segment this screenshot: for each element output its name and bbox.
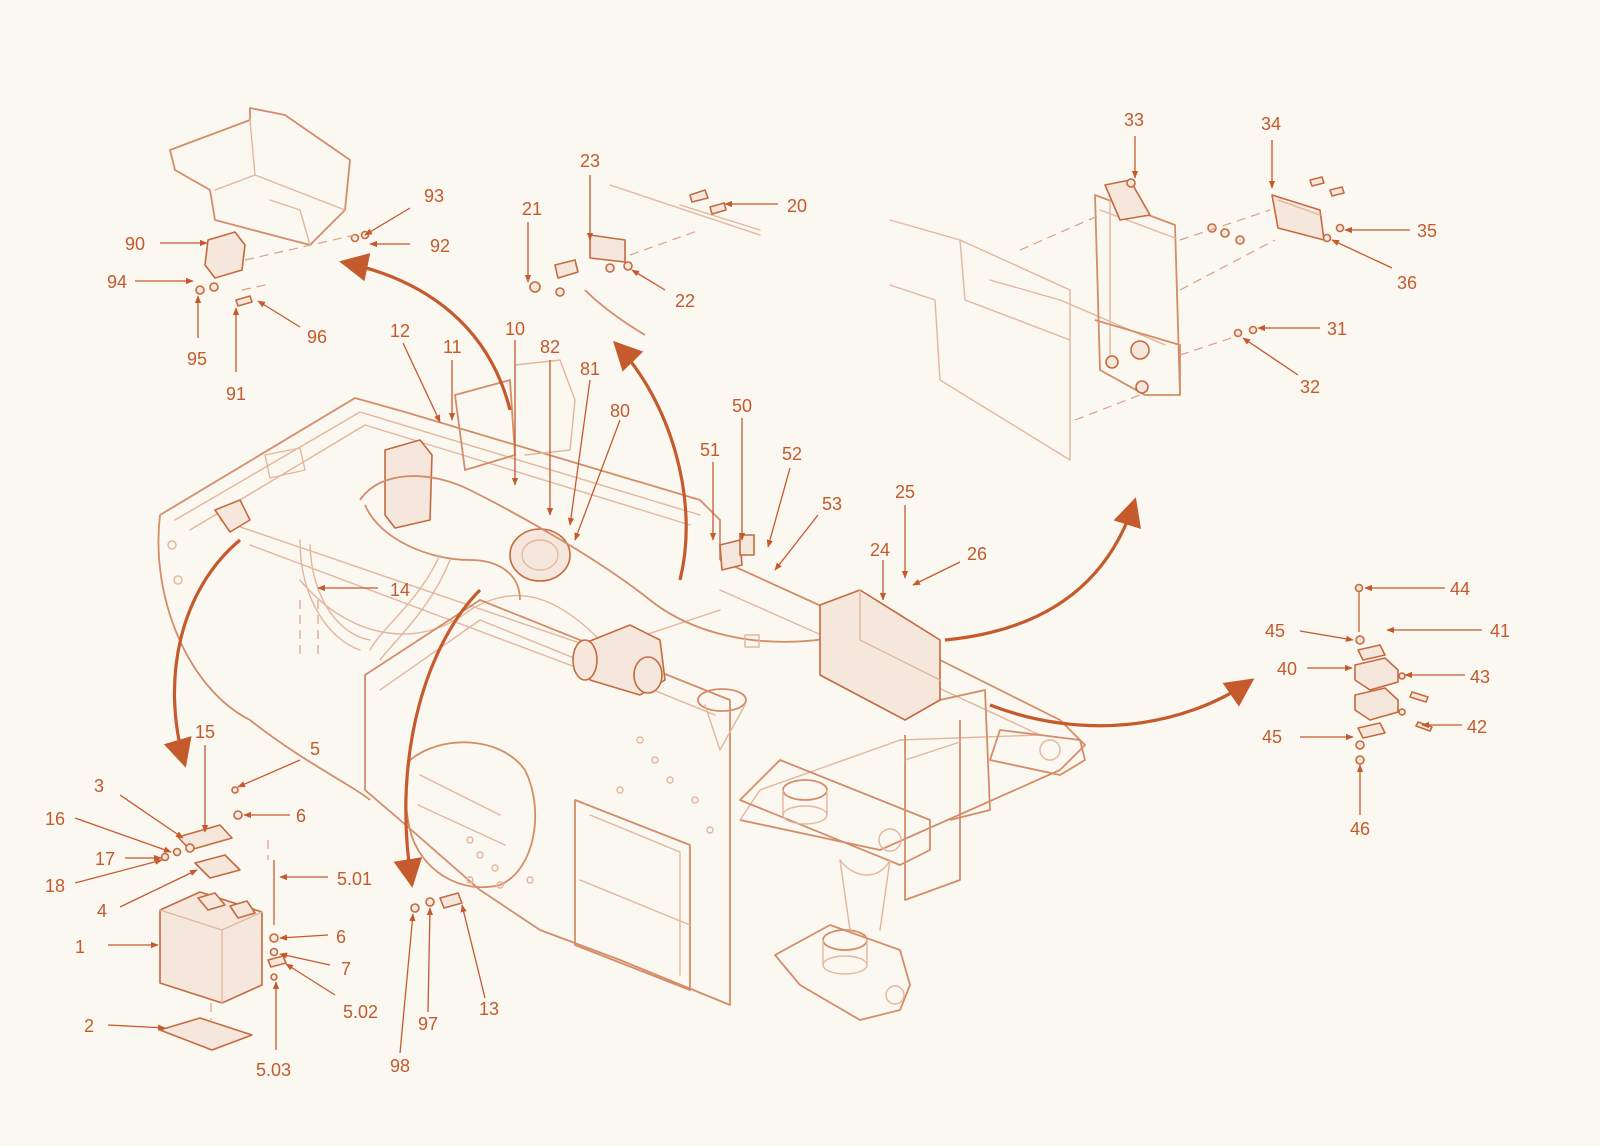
callout-82: 82 <box>540 337 560 357</box>
callout-10: 10 <box>505 319 525 339</box>
callout-13: 13 <box>479 999 499 1019</box>
callout-46: 46 <box>1350 819 1370 839</box>
callout-43: 43 <box>1470 667 1490 687</box>
callout-18: 18 <box>45 876 65 896</box>
callout-50: 50 <box>732 396 752 416</box>
clamp-assembly <box>1354 583 1433 765</box>
battery-assembly <box>159 786 287 1051</box>
callout-45-bottom: 45 <box>1262 727 1282 747</box>
callout-26: 26 <box>967 544 987 564</box>
callout-40: 40 <box>1277 659 1297 679</box>
callout-44: 44 <box>1450 579 1470 599</box>
callout-35: 35 <box>1417 221 1437 241</box>
callout-labels: 90 94 95 91 96 92 93 21 23 20 22 12 11 1… <box>45 110 1510 1080</box>
callout-51: 51 <box>700 440 720 460</box>
callout-21: 21 <box>522 199 542 219</box>
callout-24: 24 <box>870 540 890 560</box>
callout-7: 7 <box>341 959 351 979</box>
callout-34: 34 <box>1261 114 1281 134</box>
callout-41: 41 <box>1490 621 1510 641</box>
bolt-group <box>410 892 463 913</box>
callout-95: 95 <box>187 349 207 369</box>
callout-23: 23 <box>580 151 600 171</box>
callout-5-01: 5.01 <box>337 869 372 889</box>
callout-11: 11 <box>443 337 462 357</box>
callout-52: 52 <box>782 444 802 464</box>
chassis-frame <box>157 359 1086 1021</box>
control-module-assembly <box>889 176 1345 461</box>
callout-5-02: 5.02 <box>343 1002 378 1022</box>
exploded-view-arrows <box>163 253 1255 888</box>
callout-80: 80 <box>610 401 630 421</box>
callout-32: 32 <box>1300 377 1320 397</box>
callout-92: 92 <box>430 236 450 256</box>
callout-94: 94 <box>107 272 127 292</box>
callout-90: 90 <box>125 234 145 254</box>
callout-6-top: 6 <box>296 806 306 826</box>
callout-33: 33 <box>1124 110 1144 130</box>
callout-12: 12 <box>390 321 410 341</box>
callout-4: 4 <box>97 901 107 921</box>
callout-14: 14 <box>390 580 410 600</box>
relay-bracket-assembly <box>169 107 370 307</box>
callout-36: 36 <box>1397 273 1417 293</box>
callout-97: 97 <box>418 1014 438 1034</box>
callout-15: 15 <box>195 722 215 742</box>
callout-22: 22 <box>675 291 695 311</box>
callout-45-top: 45 <box>1265 621 1285 641</box>
callout-3: 3 <box>94 776 104 796</box>
callout-91: 91 <box>226 384 246 404</box>
cable-bracket-assembly <box>529 184 761 336</box>
callout-81: 81 <box>580 359 600 379</box>
callout-42: 42 <box>1467 717 1487 737</box>
callout-2: 2 <box>84 1016 94 1036</box>
callout-96: 96 <box>307 327 327 347</box>
callout-25: 25 <box>895 482 915 502</box>
callout-5-03: 5.03 <box>256 1060 291 1080</box>
callout-53: 53 <box>822 494 842 514</box>
callout-1: 1 <box>75 937 85 957</box>
leader-lines <box>74 136 1482 1054</box>
callout-16: 16 <box>45 809 65 829</box>
callout-17: 17 <box>95 849 115 869</box>
callout-6-bottom: 6 <box>336 927 346 947</box>
callout-93: 93 <box>424 186 444 206</box>
callout-20: 20 <box>787 196 807 216</box>
callout-98: 98 <box>390 1056 410 1076</box>
callout-5: 5 <box>310 739 320 759</box>
callout-31: 31 <box>1327 319 1347 339</box>
